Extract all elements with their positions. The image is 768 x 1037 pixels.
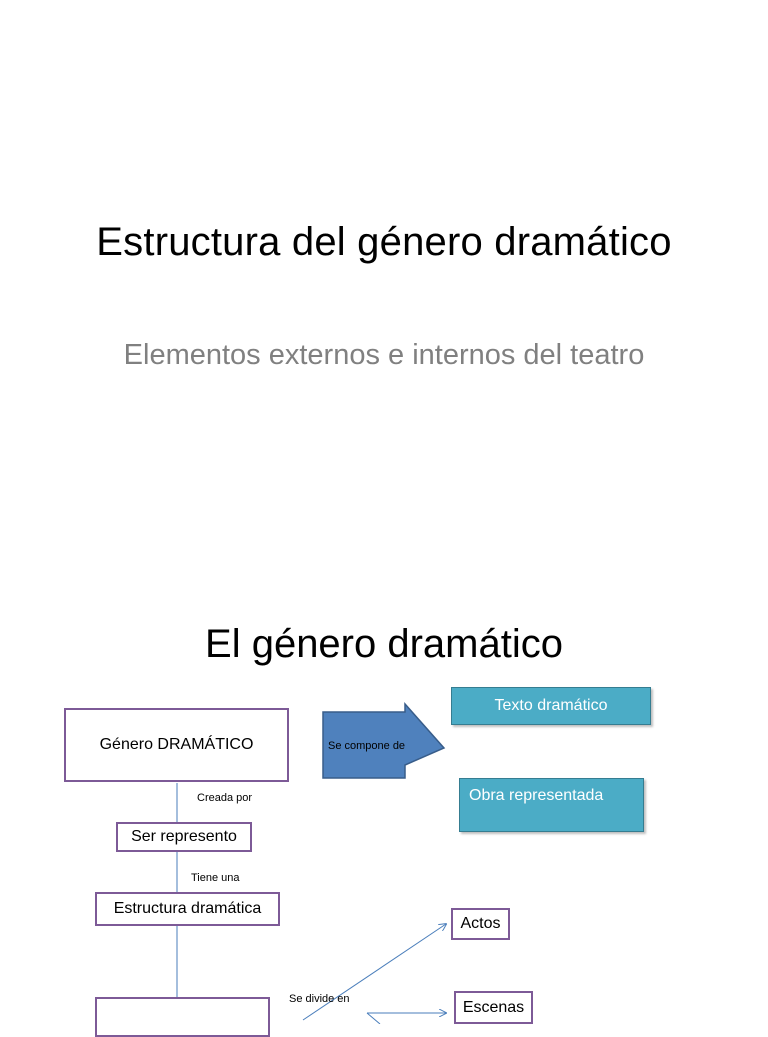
label-se-divide-en: Se divide en [289, 993, 350, 1005]
diagram-title: El género dramático [205, 622, 563, 666]
label-se-compone-de: Se compone de [328, 740, 406, 752]
node-ser-represento: Ser represento [116, 822, 252, 852]
node-obra-representada: Obra representada [459, 778, 644, 832]
connector-to-actos [302, 924, 446, 1021]
node-actos: Actos [451, 908, 510, 940]
connector-branch [366, 1012, 381, 1024]
slide-title: Estructura del género dramático [96, 220, 672, 264]
node-genero-dramatico: Género DRAMÁTICO [64, 708, 289, 782]
node-bottom-box [95, 997, 270, 1037]
slide-subtitle: Elementos externos e internos del teatro [123, 339, 645, 371]
title-slide: Estructura del género dramático Elemento… [96, 220, 672, 371]
label-tiene-una: Tiene una [191, 872, 240, 884]
diagram-slide: El género dramático Género DRAMÁTICO Ser… [0, 590, 768, 1037]
connector-layer [176, 702, 768, 1024]
block-arrow [322, 702, 446, 779]
node-texto-dramatico: Texto dramático [451, 687, 651, 725]
label-creada-por: Creada por [197, 792, 253, 804]
node-escenas: Escenas [454, 991, 533, 1024]
node-estructura-dramatica: Estructura dramática [95, 892, 280, 926]
